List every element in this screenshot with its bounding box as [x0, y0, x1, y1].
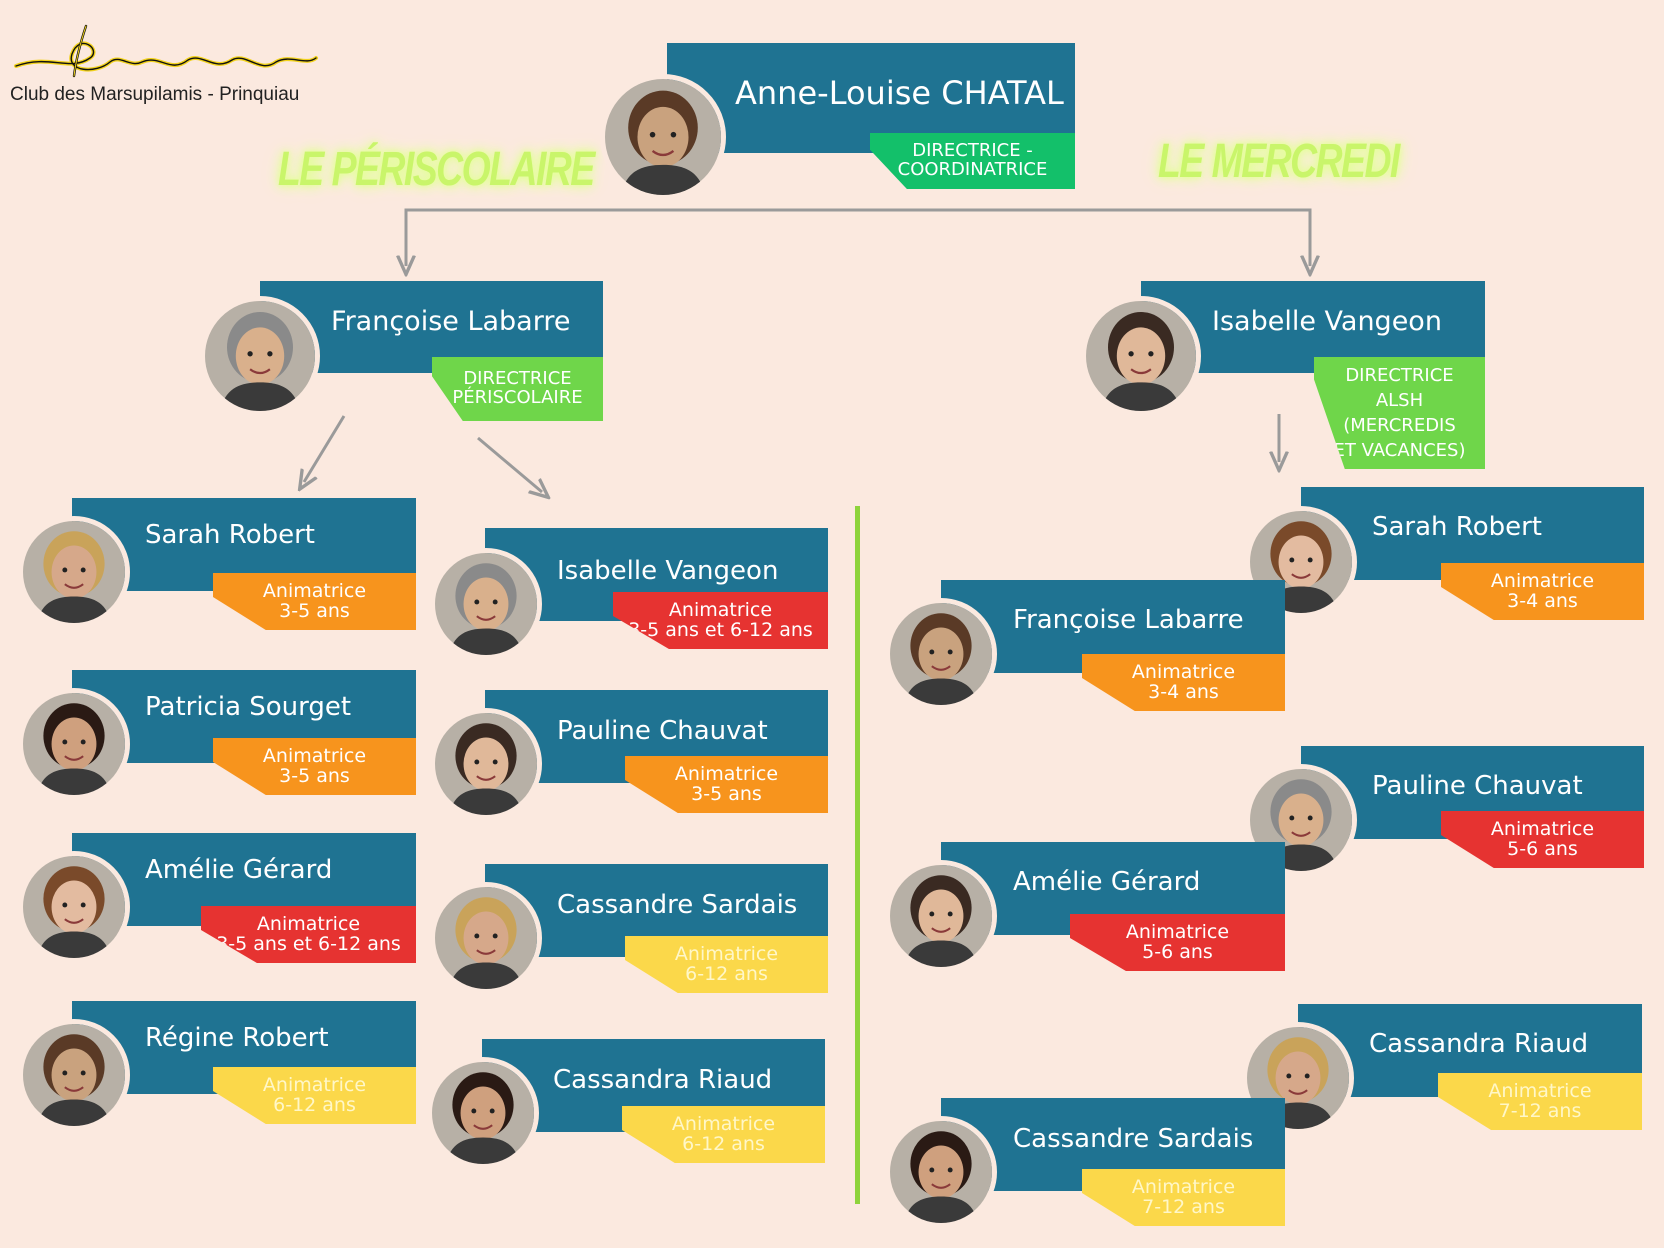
director-avatar — [600, 74, 726, 200]
role-line-1: Animatrice — [262, 1073, 367, 1096]
role-line-2: 3-5 ans et 6-12 ans — [628, 618, 813, 641]
portrait-icon — [1086, 301, 1196, 411]
alsh-director-role-line-1: DIRECTRICE — [1345, 364, 1454, 386]
role-line-2: 3-5 ans — [691, 782, 762, 805]
section-title-periscolaire: LE PÉRISCOLAIRE — [278, 143, 595, 196]
section-divider — [855, 506, 860, 1204]
role-line-1: Animatrice — [671, 1112, 776, 1135]
portrait-icon — [605, 79, 721, 195]
staff-name: Patricia Sourget — [145, 692, 352, 722]
staff-avatar — [18, 516, 130, 628]
role-line-1: Animatrice — [1131, 660, 1236, 683]
director-role-line-2: COORDINATRICE — [897, 159, 1048, 180]
portrait-icon — [890, 865, 992, 967]
staff-name: Cassandra Riaud — [1369, 1029, 1589, 1059]
staff-name: Cassandre Sardais — [1013, 1124, 1254, 1154]
role-line-1: Animatrice — [262, 579, 367, 602]
staff-name: Isabelle Vangeon — [557, 556, 779, 586]
director-name: Anne-Louise CHATAL — [735, 74, 1064, 112]
peri-director-role-line-2: PÉRISCOLAIRE — [452, 387, 583, 408]
staff-name: Sarah Robert — [145, 520, 315, 550]
staff-name: Régine Robert — [145, 1023, 329, 1053]
staff-avatar — [430, 548, 542, 660]
staff-name: Amélie Gérard — [145, 855, 333, 885]
section-title-mercredi: LE MERCREDI — [1158, 135, 1400, 188]
role-line-1: Animatrice — [1488, 1079, 1592, 1102]
alsh-director-avatar — [1081, 296, 1201, 416]
arrow-peri-right — [477, 436, 542, 492]
director-role-badge: DIRECTRICE - COORDINATRICE — [870, 133, 1075, 189]
role-line-2: 5-6 ans — [1142, 940, 1213, 963]
role-line-1: Animatrice — [1125, 920, 1230, 943]
role-line-1: Animatrice — [262, 744, 367, 767]
portrait-icon — [890, 1121, 992, 1223]
staff-avatar — [885, 860, 997, 972]
role-line-2: 3-4 ans — [1148, 680, 1219, 703]
staff-avatar — [18, 1019, 130, 1131]
staff-name: Pauline Chauvat — [557, 716, 768, 746]
alsh-director-role-line-2: ALSH — [1375, 389, 1424, 411]
portrait-icon — [23, 856, 125, 958]
peri-director-role-line-1: DIRECTRICE — [463, 368, 572, 390]
role-line-2: 5-6 ans — [1507, 837, 1578, 860]
portrait-icon — [205, 301, 315, 411]
staff-name: Françoise Labarre — [1013, 605, 1244, 635]
staff-avatar — [430, 708, 542, 820]
role-line-2: 3-4 ans — [1507, 589, 1578, 612]
alsh-director-role-line-4: ET VACANCES) — [1333, 440, 1466, 462]
alsh-director-role-line-3: (MERCREDIS — [1343, 415, 1456, 436]
peri-director-name: Françoise Labarre — [331, 306, 571, 337]
logo-subtitle: Club des Marsupilamis - Prinquiau — [10, 84, 300, 105]
peri-director-avatar — [200, 296, 320, 416]
role-line-2: 6-12 ans — [682, 1132, 765, 1155]
role-line-2: 6-12 ans — [685, 962, 768, 985]
portrait-icon — [435, 553, 537, 655]
role-line-1: Animatrice — [674, 762, 779, 785]
role-line-1: Animatrice — [1490, 569, 1595, 592]
arrow-peri-left — [304, 415, 346, 482]
portrait-icon — [23, 693, 125, 795]
staff-avatar — [885, 598, 997, 710]
portrait-icon — [23, 521, 125, 623]
staff-avatar — [885, 1116, 997, 1228]
staff-avatar — [430, 882, 542, 994]
portrait-icon — [435, 713, 537, 815]
staff-name: Pauline Chauvat — [1372, 771, 1583, 801]
connector-top — [404, 208, 1312, 262]
alsh-director-name: Isabelle Vangeon — [1212, 306, 1442, 337]
peri-director-role-badge: DIRECTRICE PÉRISCOLAIRE — [432, 357, 603, 421]
staff-avatar — [18, 688, 130, 800]
role-line-2: 3-5 ans et 6-12 ans — [216, 932, 401, 955]
role-line-1: Animatrice — [1131, 1175, 1236, 1198]
staff-name: Cassandre Sardais — [557, 890, 798, 920]
role-line-1: Animatrice — [256, 912, 361, 935]
portrait-icon — [432, 1062, 534, 1164]
alsh-director-role-badge: DIRECTRICE ALSH (MERCREDIS ET VACANCES) — [1314, 357, 1485, 469]
les-marsus-logo — [14, 24, 318, 78]
staff-name: Sarah Robert — [1372, 512, 1542, 542]
role-line-2: 6-12 ans — [273, 1093, 356, 1116]
portrait-icon — [23, 1024, 125, 1126]
role-line-1: Animatrice — [1490, 817, 1595, 840]
role-line-2: 3-5 ans — [279, 764, 350, 787]
role-line-1: Animatrice — [674, 942, 779, 965]
portrait-icon — [890, 603, 992, 705]
staff-name: Amélie Gérard — [1013, 867, 1201, 897]
staff-avatar — [427, 1057, 539, 1169]
staff-avatar — [18, 851, 130, 963]
director-role-line-1: DIRECTRICE - — [912, 140, 1033, 162]
role-line-2: 7-12 ans — [1142, 1195, 1225, 1218]
role-line-1: Animatrice — [668, 598, 773, 621]
portrait-icon — [435, 887, 537, 989]
staff-name: Cassandra Riaud — [553, 1065, 773, 1095]
role-line-2: 3-5 ans — [279, 599, 350, 622]
role-line-2: 7-12 ans — [1498, 1099, 1582, 1122]
